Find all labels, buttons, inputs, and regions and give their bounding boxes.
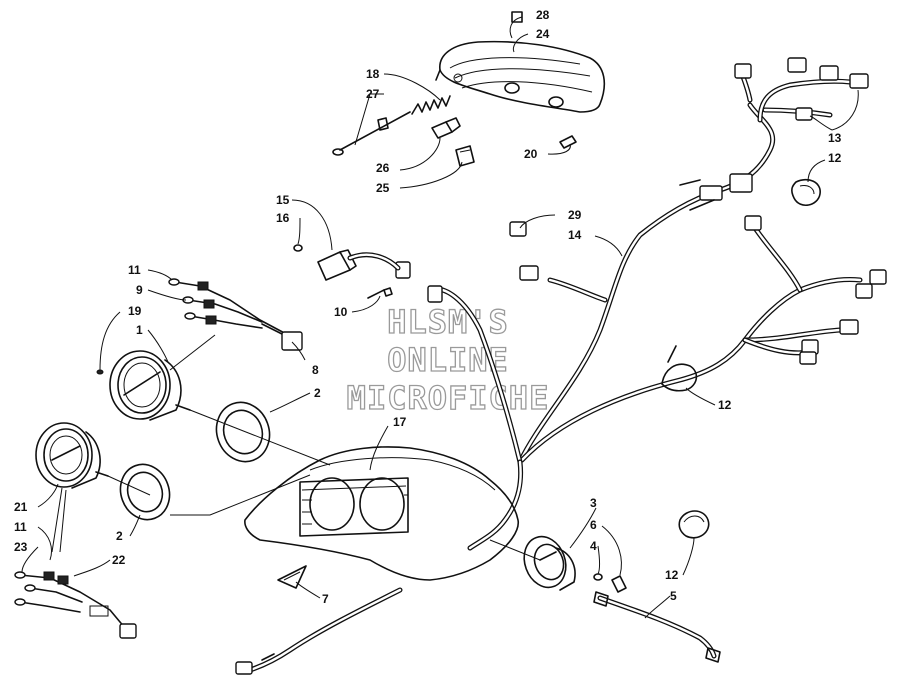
- callout-7: 7: [322, 592, 329, 606]
- assembly-lines: [51, 334, 541, 561]
- callout-11-upper: 11: [128, 263, 141, 277]
- callout-28: 28: [536, 8, 550, 22]
- bezel-ring-2-upper[interactable]: [208, 395, 277, 469]
- callout-15: 15: [276, 193, 290, 207]
- screw-10[interactable]: [367, 287, 393, 299]
- callout-10: 10: [334, 305, 348, 319]
- tail-light-assembly[interactable]: [435, 40, 606, 113]
- callout-4: 4: [590, 539, 597, 553]
- callout-3: 3: [590, 496, 597, 510]
- callout-29: 29: [568, 208, 582, 222]
- callout-19: 19: [128, 304, 142, 318]
- callout-12-middle: 12: [718, 398, 732, 412]
- dash-lead-harness[interactable]: [235, 587, 403, 675]
- callout-11-lower: 11: [14, 520, 27, 534]
- cable-tie-12-upper[interactable]: [791, 178, 821, 206]
- spring-18[interactable]: [411, 95, 451, 115]
- watermark: HLSM'S ONLINE MICROFICHE: [346, 302, 550, 417]
- gauge-harness-upper[interactable]: [168, 278, 303, 351]
- callout-26: 26: [376, 161, 390, 175]
- callout-leaders: [21, 16, 859, 619]
- main-wiring-harness[interactable]: [427, 71, 863, 551]
- gauge-21[interactable]: [35, 422, 109, 489]
- bulb-27[interactable]: [332, 111, 411, 156]
- callout-5: 5: [670, 589, 677, 603]
- callout-12-upper: 12: [828, 151, 842, 165]
- callout-23: 23: [14, 540, 28, 554]
- callout-labels: 28 24 18 27 26 25 20 13 12 15 16 29 14 1…: [14, 8, 842, 606]
- callout-8: 8: [312, 363, 319, 377]
- clip-28[interactable]: [511, 11, 523, 23]
- harness-connectors[interactable]: [395, 57, 887, 365]
- gauge-1[interactable]: [96, 350, 191, 421]
- washer-6[interactable]: [611, 575, 627, 593]
- callout-13: 13: [828, 131, 842, 145]
- callout-9: 9: [136, 283, 143, 297]
- callout-18: 18: [366, 67, 380, 81]
- callout-22: 22: [112, 553, 126, 567]
- gauge-harness-lower[interactable]: [14, 571, 137, 639]
- nut-4[interactable]: [593, 573, 603, 581]
- callout-24: 24: [536, 27, 550, 41]
- screw-16[interactable]: [293, 244, 303, 252]
- switch-3[interactable]: [517, 531, 576, 594]
- callout-27: 27: [366, 87, 380, 101]
- module-15[interactable]: [317, 249, 401, 281]
- callout-25: 25: [376, 181, 390, 195]
- callout-2-lower: 2: [116, 529, 123, 543]
- callout-6: 6: [590, 518, 597, 532]
- watermark-line-1: HLSM'S: [387, 303, 509, 341]
- callout-20: 20: [524, 147, 538, 161]
- callout-12-lower: 12: [665, 568, 679, 582]
- callout-21: 21: [14, 500, 28, 514]
- callout-1: 1: [136, 323, 143, 337]
- decal-7[interactable]: [277, 565, 307, 589]
- callout-17: 17: [393, 415, 407, 429]
- grommet-25[interactable]: [455, 145, 475, 167]
- socket-26[interactable]: [431, 117, 461, 139]
- cable-tie-12-lower[interactable]: [678, 510, 710, 539]
- cable-tie-12-middle[interactable]: [661, 345, 698, 392]
- bulb-20[interactable]: [559, 135, 577, 149]
- watermark-line-3: MICROFICHE: [347, 379, 550, 417]
- callout-16: 16: [276, 211, 290, 225]
- dash-panel-17[interactable]: [244, 446, 519, 581]
- callout-2-upper: 2: [314, 386, 321, 400]
- speedometer-cable-5[interactable]: [593, 591, 721, 663]
- bezel-ring-2-lower[interactable]: [113, 457, 177, 526]
- callout-14: 14: [568, 228, 582, 242]
